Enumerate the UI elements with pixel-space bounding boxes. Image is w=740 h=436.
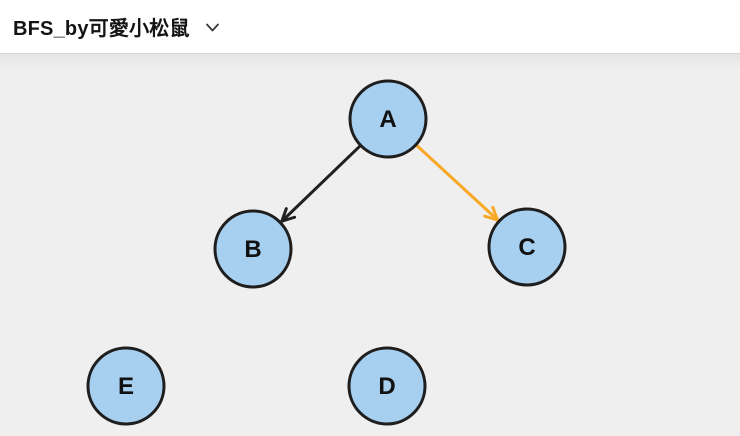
node-circle-E[interactable]: [86, 346, 166, 426]
node-circle-D[interactable]: [347, 346, 427, 426]
node-C[interactable]: C: [487, 207, 567, 287]
app-header: BFS_by可愛小松鼠: [0, 0, 740, 53]
edge-A-B[interactable]: [280, 144, 362, 223]
node-circle-B[interactable]: [213, 209, 293, 289]
node-B[interactable]: B: [213, 209, 293, 289]
board-title: BFS_by可愛小松鼠: [13, 18, 190, 40]
board-title-dropdown[interactable]: BFS_by可愛小松鼠: [13, 12, 222, 41]
chevron-down-icon[interactable]: [203, 18, 222, 37]
diagram-canvas-svg: AB C E D: [86, 79, 567, 426]
node-E[interactable]: E: [86, 346, 166, 426]
node-circle-C[interactable]: [487, 207, 567, 287]
edge-A-C[interactable]: [415, 144, 500, 222]
node-A[interactable]: A: [348, 79, 428, 159]
node-circle-A[interactable]: [348, 79, 428, 159]
node-D[interactable]: D: [347, 346, 427, 426]
